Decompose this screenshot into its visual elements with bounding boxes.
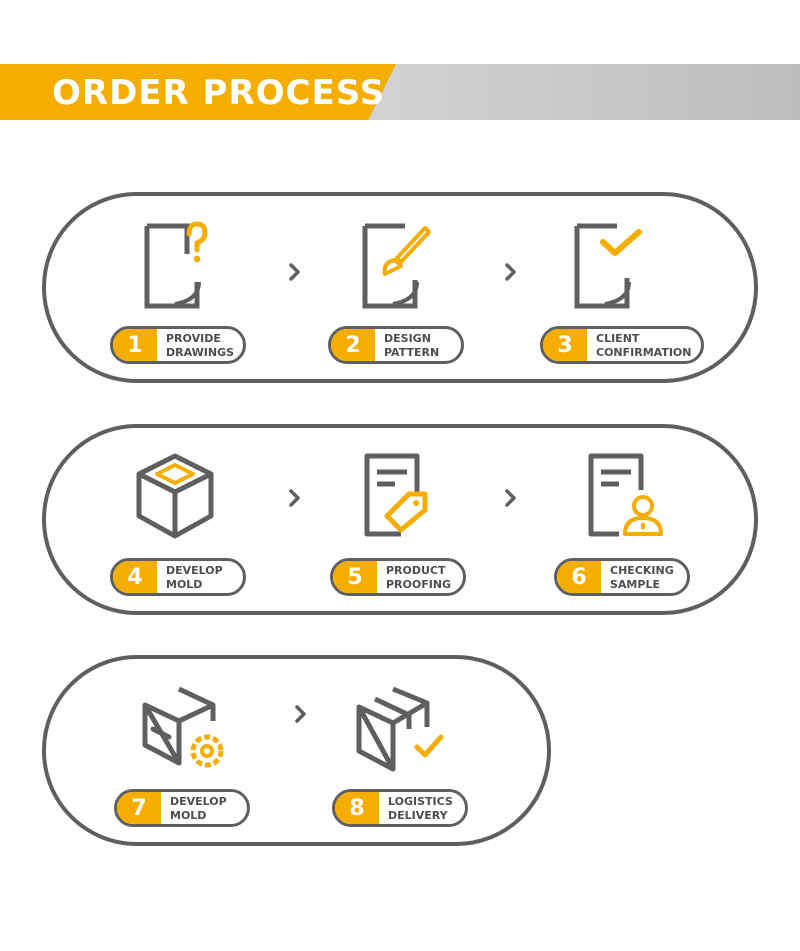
step-number: 4 xyxy=(113,561,157,593)
chevron-right-icon xyxy=(505,489,516,507)
step-number: 8 xyxy=(335,792,379,824)
step-number: 2 xyxy=(331,329,375,361)
box-icon xyxy=(136,453,214,539)
package-check-icon xyxy=(356,686,444,772)
document-tag-icon xyxy=(364,453,428,537)
step-number: 6 xyxy=(557,561,601,593)
step-number: 1 xyxy=(113,329,157,361)
document-user-icon xyxy=(588,453,663,537)
header-accent-shape xyxy=(0,64,396,120)
header-banner: ORDER PROCESS xyxy=(0,64,800,120)
chevron-right-icon xyxy=(505,263,516,281)
chevron-right-icon xyxy=(289,489,300,507)
chevron-right-icon xyxy=(295,705,306,723)
step-number: 7 xyxy=(117,792,161,824)
document-question-icon xyxy=(144,221,208,309)
box-gear-icon xyxy=(142,686,224,768)
step-number: 5 xyxy=(333,561,377,593)
step-number: 3 xyxy=(543,329,587,361)
document-brush-icon xyxy=(362,223,431,309)
chevron-right-icon xyxy=(289,263,300,281)
document-check-icon xyxy=(574,223,642,309)
page-title: ORDER PROCESS xyxy=(52,73,386,113)
